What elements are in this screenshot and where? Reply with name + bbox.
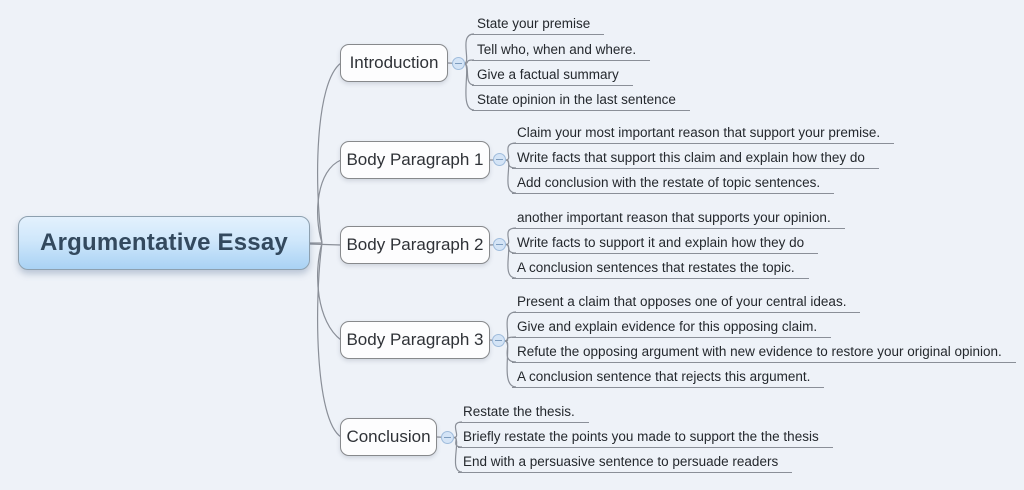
minus-icon	[496, 159, 503, 160]
subtopic[interactable]: Refute the opposing argument with new ev…	[512, 341, 1016, 363]
subtopic[interactable]: Add conclusion with the restate of topic…	[512, 172, 835, 194]
subtopic[interactable]: A conclusion sentence that rejects this …	[512, 366, 825, 388]
collapse-handle-icon[interactable]	[441, 431, 454, 444]
root-topic[interactable]: Argumentative Essay	[18, 216, 310, 270]
connector-root-body3	[317, 242, 342, 341]
collapse-handle-icon[interactable]	[493, 153, 506, 166]
subtopic[interactable]: Give a factual summary	[472, 64, 633, 86]
subtopic[interactable]: A conclusion sentences that restates the…	[512, 257, 809, 279]
collapse-handle-icon[interactable]	[452, 57, 465, 70]
subtopic[interactable]: Claim your most important reason that su…	[512, 122, 895, 144]
topic-introduction[interactable]: Introduction	[340, 44, 448, 82]
connector-root-introduction	[317, 62, 342, 244]
connector-root-body1	[317, 159, 342, 244]
topic-body-paragraph-2[interactable]: Body Paragraph 2	[340, 226, 490, 264]
topic-conclusion[interactable]: Conclusion	[340, 418, 437, 456]
minus-icon	[495, 340, 502, 341]
topic-body-paragraph-1[interactable]: Body Paragraph 1	[340, 141, 490, 179]
minus-icon	[455, 63, 462, 64]
subtopic[interactable]: Briefly restate the points you made to s…	[458, 426, 833, 448]
collapse-handle-icon[interactable]	[492, 334, 505, 347]
topic-body-paragraph-3[interactable]: Body Paragraph 3	[340, 321, 490, 359]
subtopic[interactable]: Tell who, when and where.	[472, 39, 651, 61]
subtopic[interactable]: State your premise	[472, 13, 605, 35]
subtopic[interactable]: Write facts to support it and explain ho…	[512, 232, 819, 254]
subtopic[interactable]: another important reason that supports y…	[512, 207, 845, 229]
subtopic[interactable]: Give and explain evidence for this oppos…	[512, 316, 832, 338]
subtopic[interactable]: Write facts that support this claim and …	[512, 147, 879, 169]
subtopic[interactable]: End with a persuasive sentence to persua…	[458, 451, 793, 473]
subtopic[interactable]: State opinion in the last sentence	[472, 89, 690, 111]
subtopic[interactable]: Restate the thesis.	[458, 401, 589, 423]
minus-icon	[444, 437, 451, 438]
connector-root-conclusion	[316, 242, 342, 438]
subtopic[interactable]: Present a claim that opposes one of your…	[512, 291, 861, 313]
minus-icon	[496, 244, 503, 245]
connector-root-body2	[308, 243, 342, 246]
collapse-handle-icon[interactable]	[493, 238, 506, 251]
